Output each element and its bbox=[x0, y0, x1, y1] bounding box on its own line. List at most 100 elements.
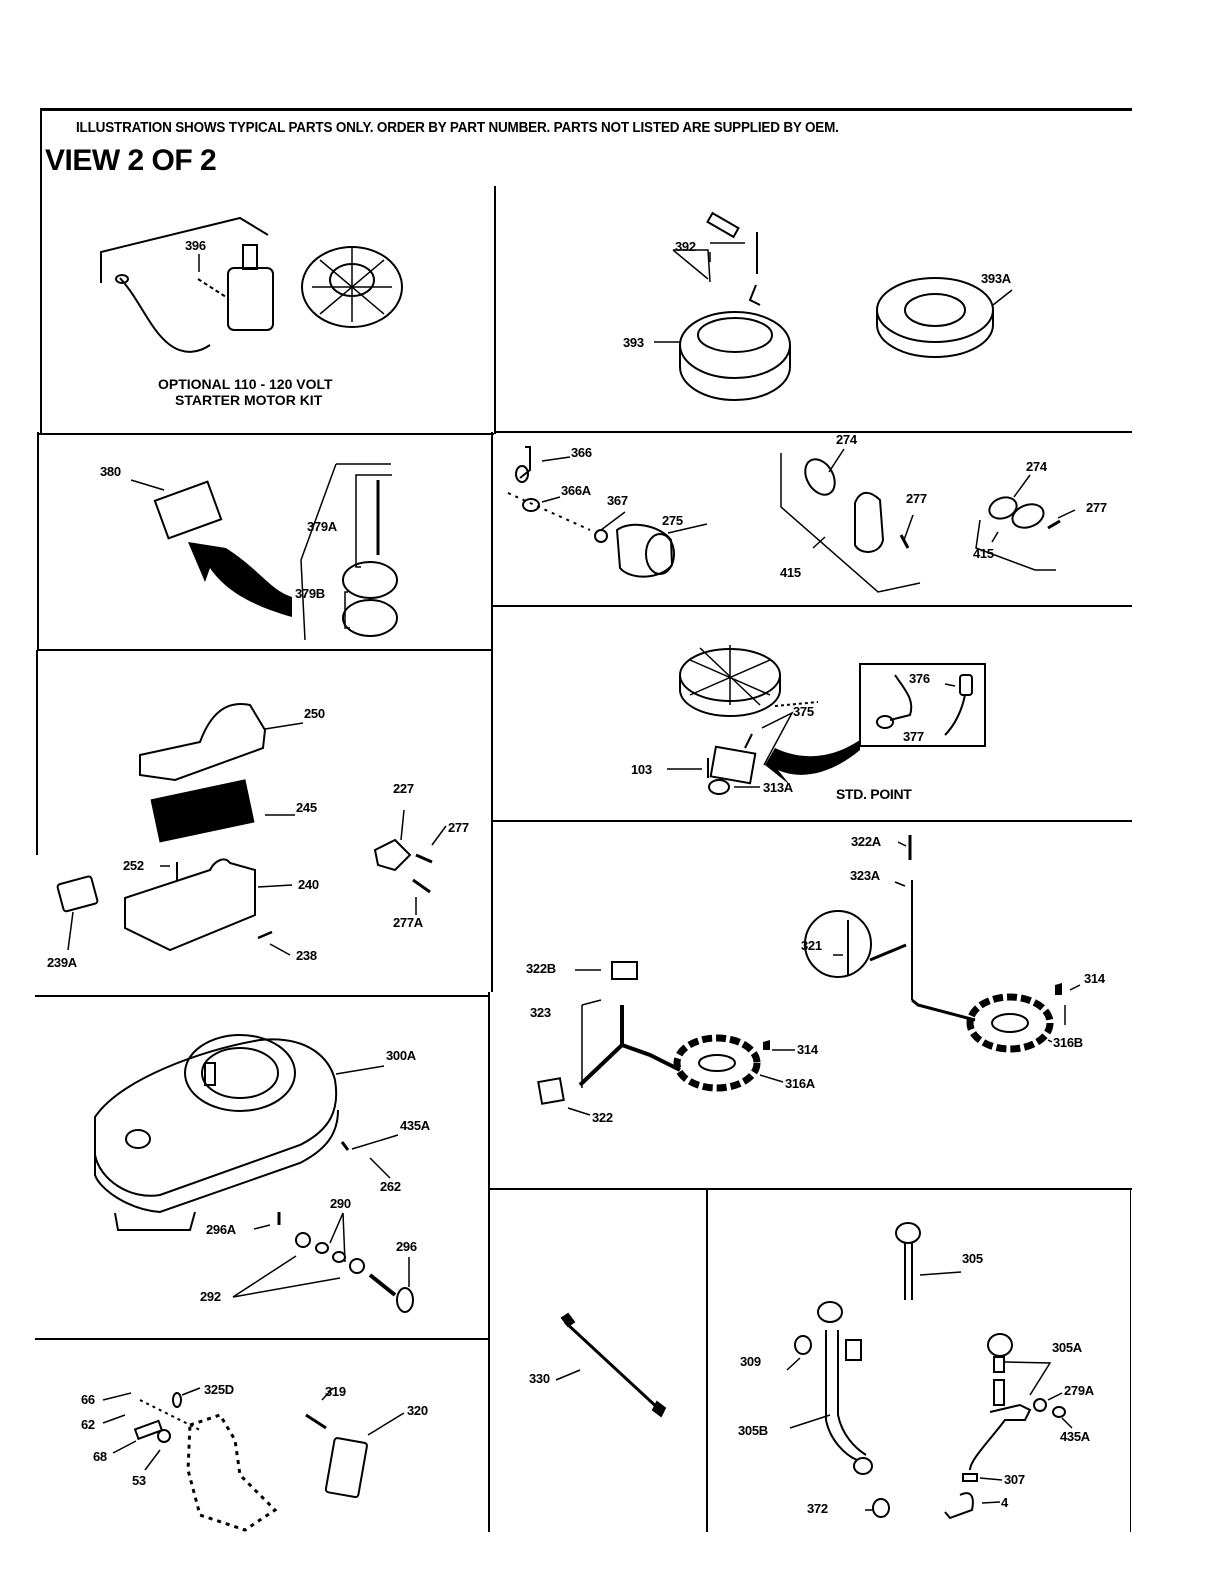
part-label: 240 bbox=[298, 877, 319, 892]
part-label: 321 bbox=[801, 938, 822, 953]
part-label: 292 bbox=[200, 1289, 221, 1304]
part-label: 274 bbox=[1026, 459, 1047, 474]
part-label: 314 bbox=[1084, 971, 1105, 986]
part-label: 250 bbox=[304, 706, 325, 721]
part-label: 227 bbox=[393, 781, 414, 796]
part-label: 290 bbox=[330, 1196, 351, 1211]
part-label: 415 bbox=[780, 565, 801, 580]
part-label: 379B bbox=[295, 586, 325, 601]
part-label: 323 bbox=[530, 1005, 551, 1020]
part-label: 305B bbox=[738, 1423, 768, 1438]
part-label: 305A bbox=[1052, 1340, 1082, 1355]
left-row-divider-2 bbox=[37, 649, 492, 651]
part-label: 62 bbox=[81, 1417, 95, 1432]
part-label: 392 bbox=[675, 239, 696, 254]
starter-kit-caption-line1: OPTIONAL 110 - 120 VOLT bbox=[158, 376, 333, 392]
part-label: 316A bbox=[785, 1076, 815, 1091]
arrow-icon bbox=[765, 740, 860, 785]
part-label: 277A bbox=[393, 915, 423, 930]
part-label: 435A bbox=[1060, 1429, 1090, 1444]
std-point-caption: STD. POINT bbox=[836, 786, 912, 802]
part-label: 252 bbox=[123, 858, 144, 873]
part-label: 274 bbox=[836, 432, 857, 447]
part-label: 323A bbox=[850, 868, 880, 883]
frame-top-border bbox=[40, 108, 1132, 111]
frame-left-border bbox=[40, 108, 42, 434]
right-row-divider-2 bbox=[493, 605, 1132, 607]
part-label: 296A bbox=[206, 1222, 236, 1237]
part-label: 4 bbox=[1001, 1495, 1008, 1510]
part-label: 330 bbox=[529, 1371, 550, 1386]
part-label: 319 bbox=[325, 1384, 346, 1399]
frame-left-border-low bbox=[36, 650, 38, 855]
bottom-subcolumn-divider bbox=[706, 1190, 708, 1532]
part-label: 245 bbox=[296, 800, 317, 815]
view-title: VIEW 2 OF 2 bbox=[45, 144, 217, 177]
part-label: 376 bbox=[909, 671, 930, 686]
part-label: 309 bbox=[740, 1354, 761, 1369]
part-label: 305 bbox=[962, 1251, 983, 1266]
part-label: 367 bbox=[607, 493, 628, 508]
part-label: 53 bbox=[132, 1473, 146, 1488]
part-label: 277 bbox=[448, 820, 469, 835]
part-label: 300A bbox=[386, 1048, 416, 1063]
part-label: 262 bbox=[380, 1179, 401, 1194]
part-label: 325D bbox=[204, 1382, 234, 1397]
part-label: 379A bbox=[307, 519, 337, 534]
part-label: 314 bbox=[797, 1042, 818, 1057]
part-label: 279A bbox=[1064, 1383, 1094, 1398]
part-label: 313A bbox=[763, 780, 793, 795]
part-label: 366A bbox=[561, 483, 591, 498]
left-row-divider-3 bbox=[35, 995, 490, 997]
part-label: 103 bbox=[631, 762, 652, 777]
part-label: 277 bbox=[906, 491, 927, 506]
column-divider-upper bbox=[494, 186, 496, 434]
right-row-divider-3 bbox=[492, 820, 1132, 822]
starter-kit-caption-line2: STARTER MOTOR KIT bbox=[175, 392, 323, 408]
part-label: 377 bbox=[903, 729, 924, 744]
part-label: 322B bbox=[526, 961, 556, 976]
part-label: 275 bbox=[662, 513, 683, 528]
part-label: 372 bbox=[807, 1501, 828, 1516]
part-label: 320 bbox=[407, 1403, 428, 1418]
screw-icon bbox=[1055, 983, 1062, 995]
right-row-divider-4 bbox=[490, 1188, 1132, 1190]
part-label: 393 bbox=[623, 335, 644, 350]
column-divider-mid bbox=[491, 432, 493, 992]
part-label: 66 bbox=[81, 1392, 95, 1407]
parts-notice: ILLUSTRATION SHOWS TYPICAL PARTS ONLY. O… bbox=[76, 120, 839, 136]
frame-right-border-bottom bbox=[1130, 1190, 1131, 1532]
frame-left-border-mid bbox=[37, 432, 39, 650]
part-label: 296 bbox=[396, 1239, 417, 1254]
part-label: 415 bbox=[973, 546, 994, 561]
right-row-divider-1 bbox=[494, 431, 1132, 433]
column-divider-low bbox=[488, 992, 490, 1532]
left-row-divider-4 bbox=[35, 1338, 490, 1340]
part-label: 435A bbox=[400, 1118, 430, 1133]
part-label: 393A bbox=[981, 271, 1011, 286]
part-label: 375 bbox=[793, 704, 814, 719]
screw-icon bbox=[763, 1040, 770, 1050]
left-row-divider-1 bbox=[38, 433, 494, 435]
part-label: 238 bbox=[296, 948, 317, 963]
arrow-icon bbox=[188, 542, 292, 617]
part-label: 322A bbox=[851, 834, 881, 849]
part-label: 316B bbox=[1053, 1035, 1083, 1050]
part-label: 322 bbox=[592, 1110, 613, 1125]
part-label: 277 bbox=[1086, 500, 1107, 515]
part-label: 68 bbox=[93, 1449, 107, 1464]
part-label: 366 bbox=[571, 445, 592, 460]
part-label: 380 bbox=[100, 464, 121, 479]
part-label: 307 bbox=[1004, 1472, 1025, 1487]
